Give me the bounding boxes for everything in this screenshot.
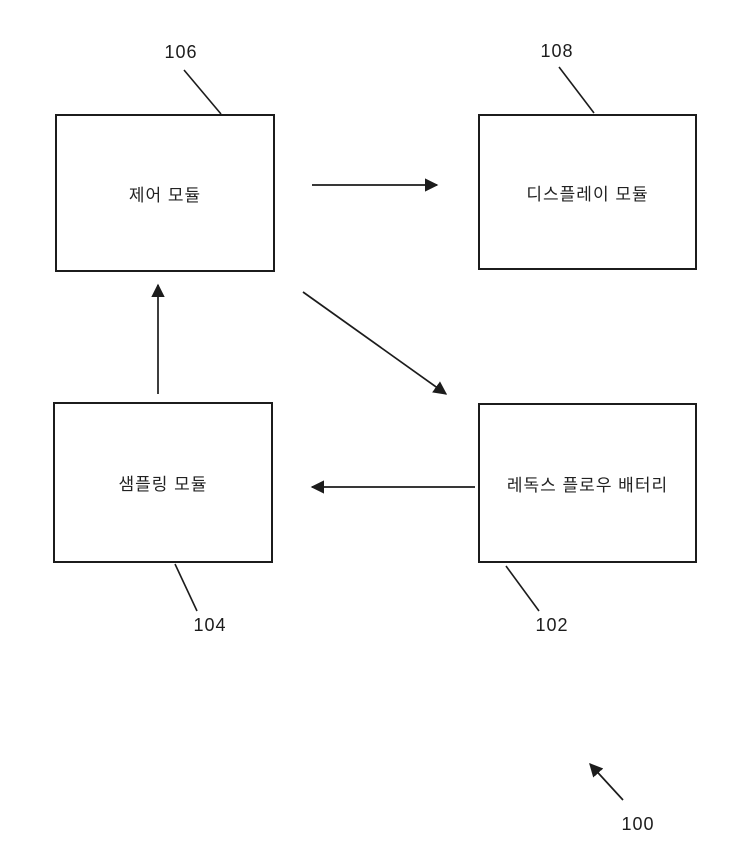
arrow-figure-ref-100: [589, 762, 624, 801]
ref-number-100: 100: [621, 814, 655, 834]
display-module-label: 디스플레이 모듈: [526, 184, 649, 204]
ref-number-108: 108: [540, 41, 574, 61]
control-module-label: 제어 모듈: [128, 185, 202, 205]
node-sampling-module: 샘플링 모듈: [53, 402, 273, 563]
leader-line-108: [558, 66, 595, 114]
arrow-control-to-redox: [302, 291, 448, 395]
ref-number-102: 102: [535, 615, 569, 635]
redox-flow-battery-label: 레독스 플로우 배터리: [506, 475, 669, 495]
ref-number-104: 104: [193, 615, 227, 635]
sampling-module-label: 샘플링 모듈: [118, 475, 208, 494]
node-control-module: 제어 모듈: [55, 114, 275, 272]
leader-line-104: [174, 563, 198, 612]
ref-number-106: 106: [164, 42, 198, 62]
leader-line-106: [183, 69, 222, 115]
node-redox-flow-battery: 레독스 플로우 배터리: [478, 403, 697, 563]
node-display-module: 디스플레이 모듈: [478, 114, 697, 270]
leader-line-102: [505, 565, 540, 612]
